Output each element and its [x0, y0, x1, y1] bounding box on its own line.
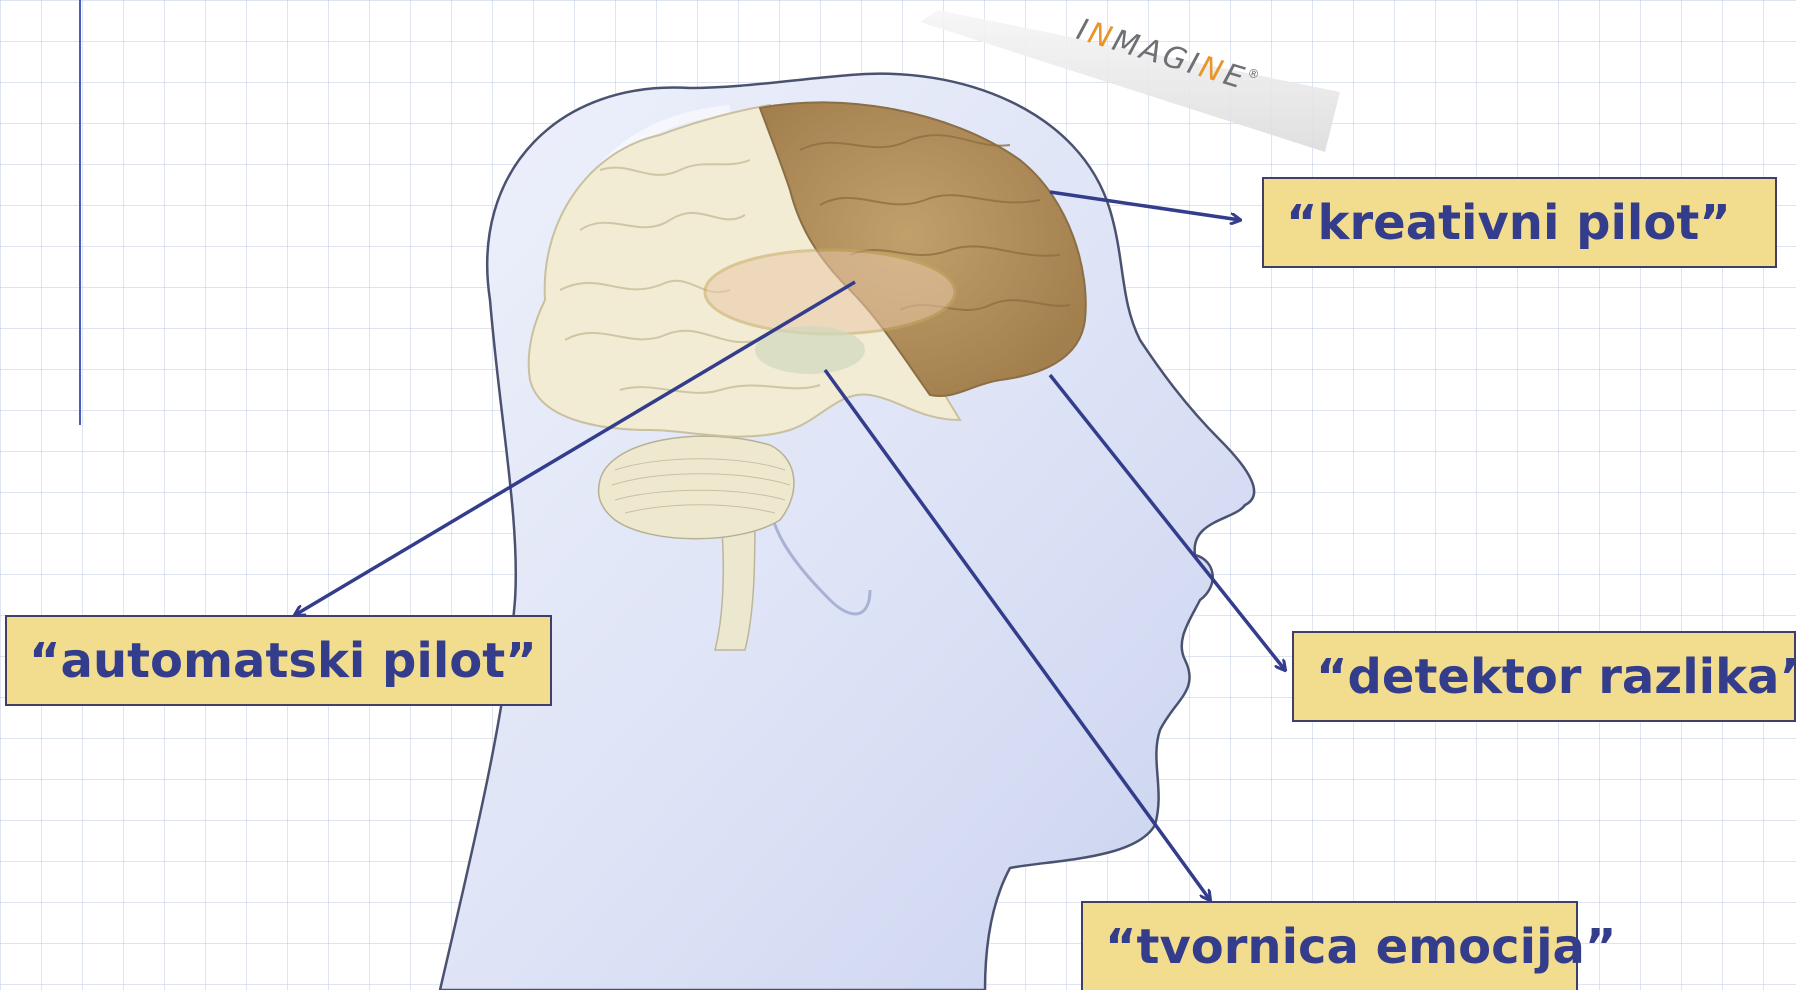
cerebellum	[599, 436, 794, 539]
limbic-region	[705, 250, 955, 334]
label-tvornica-emocija: “tvornica emocija”	[1081, 901, 1578, 990]
label-detektor-razlika: “detektor razlika”	[1292, 631, 1796, 722]
label-kreativni-pilot: “kreativni pilot”	[1262, 177, 1777, 268]
label-automatski-pilot: “automatski pilot”	[5, 615, 552, 706]
